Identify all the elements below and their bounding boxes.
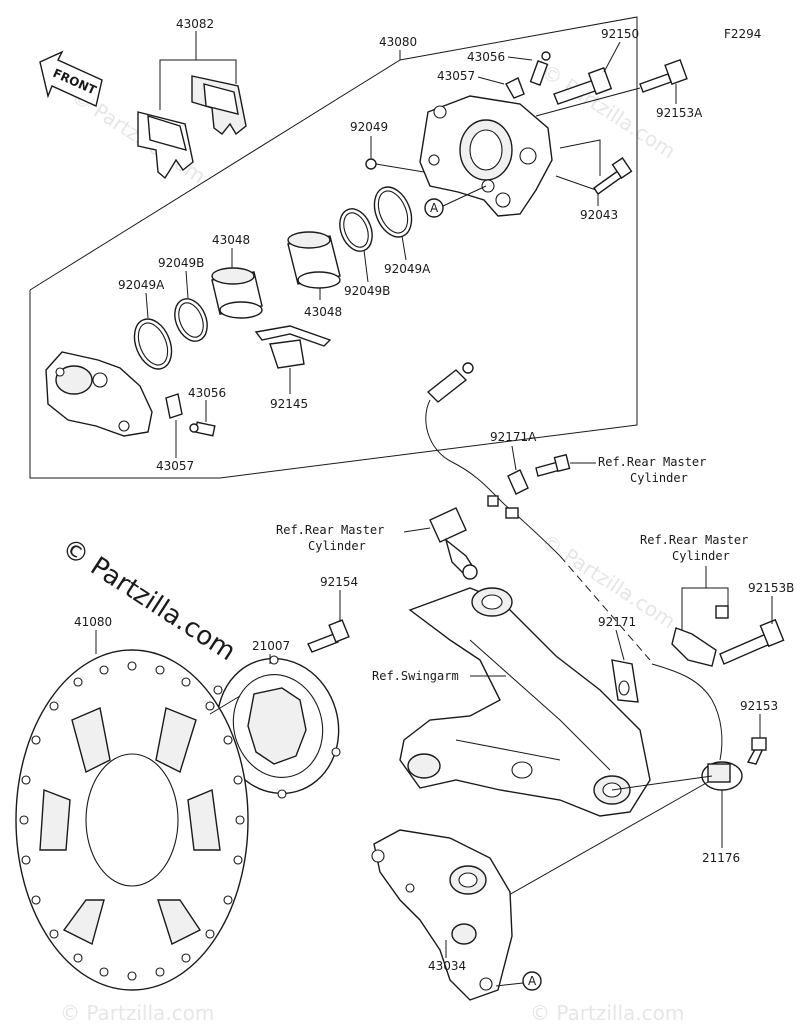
- ref-rear-master-3-line1: Ref.Rear Master: [640, 533, 748, 547]
- bleeder-cap-bottom: [165, 393, 183, 419]
- part-41080: 41080: [74, 615, 112, 629]
- ref-rear-master-1-line1: Ref.Rear Master: [598, 455, 706, 469]
- callout-a-bottom-letter: A: [528, 974, 537, 988]
- piston-43048-left: [211, 267, 263, 319]
- front-arrow-icon: FRONT: [39, 50, 103, 107]
- part-92049: 92049: [350, 120, 388, 134]
- ref-rear-master-2-line2: Cylinder: [308, 539, 366, 553]
- part-21176: 21176: [702, 851, 740, 865]
- bolt-rear-master: [535, 453, 571, 477]
- part-43057-bottom: 43057: [156, 459, 194, 473]
- bleeder-valve-top: [529, 51, 551, 86]
- watermark-faint: © Partzilla.com: [530, 1001, 684, 1025]
- bolt-92153: [746, 737, 767, 765]
- clamp-92171a: [507, 469, 529, 495]
- part-92049b-left: 92049B: [158, 256, 204, 270]
- callout-a-bottom: [522, 971, 542, 991]
- part-92171a: 92171A: [490, 430, 537, 444]
- bolt-92154: [307, 619, 350, 653]
- callout-a-top: [424, 198, 444, 218]
- part-92153b: 92153B: [748, 581, 794, 595]
- rear-master-cylinder-fitting: [429, 507, 478, 580]
- part-92171: 92171: [598, 615, 636, 629]
- brake-pads: [137, 59, 247, 180]
- watermark-text: © Partzilla.com: [56, 533, 241, 667]
- brake-disc-41080: [15, 649, 249, 991]
- abs-rotor-21007: [213, 655, 341, 799]
- part-43056-bottom: 43056: [188, 386, 226, 400]
- part-92153: 92153: [740, 699, 778, 713]
- bolt-92153a: [639, 58, 688, 93]
- sensor-cable-lower: [651, 663, 723, 761]
- part-43048-right: 43048: [304, 305, 342, 319]
- part-21007: 21007: [252, 639, 290, 653]
- piston-43048-right: [287, 231, 341, 289]
- watermark-faint: © Partzilla.com: [60, 1001, 214, 1025]
- part-43048-left: 43048: [212, 233, 250, 247]
- part-43057-top: 43057: [437, 69, 475, 83]
- sensor-cable-bracket: [671, 605, 729, 667]
- bleeder-valve-bottom: [189, 421, 216, 437]
- swingarm: [399, 587, 651, 817]
- callout-a-top-letter: A: [430, 201, 439, 215]
- part-43034: 43034: [428, 959, 466, 973]
- part-92049a-left: 92049A: [118, 278, 165, 292]
- ref-rear-master-1-line2: Cylinder: [630, 471, 688, 485]
- seal-92049: [365, 158, 377, 170]
- pad-spring-92145: [254, 325, 332, 369]
- part-92049b-right: 92049B: [344, 284, 390, 298]
- figure-code: F2294: [724, 27, 761, 41]
- part-92154: 92154: [320, 575, 358, 589]
- part-43082: 43082: [176, 17, 214, 31]
- abs-sensor-cable: [425, 362, 561, 557]
- part-92150: 92150: [601, 27, 639, 41]
- pin-bolt-92150: [553, 67, 613, 105]
- ref-rear-master-2-line1: Ref.Rear Master: [276, 523, 384, 537]
- caliper-bracket: [419, 95, 553, 217]
- pin-92043: [593, 157, 633, 195]
- part-43080: 43080: [379, 35, 417, 49]
- part-92049a-right: 92049A: [384, 262, 431, 276]
- bolt-92153b: [719, 618, 785, 665]
- caliper-body: [45, 351, 153, 437]
- abs-sensor-21176: [701, 761, 743, 791]
- part-92153a: 92153A: [656, 106, 703, 120]
- part-92145: 92145: [270, 397, 308, 411]
- caliper-bracket-43034: [371, 829, 513, 1001]
- part-43056-top: 43056: [467, 50, 505, 64]
- bleeder-cap-top: [505, 77, 525, 99]
- ref-rear-master-3-line2: Cylinder: [672, 549, 730, 563]
- ref-swingarm: Ref.Swingarm: [372, 669, 459, 683]
- part-92043: 92043: [580, 208, 618, 222]
